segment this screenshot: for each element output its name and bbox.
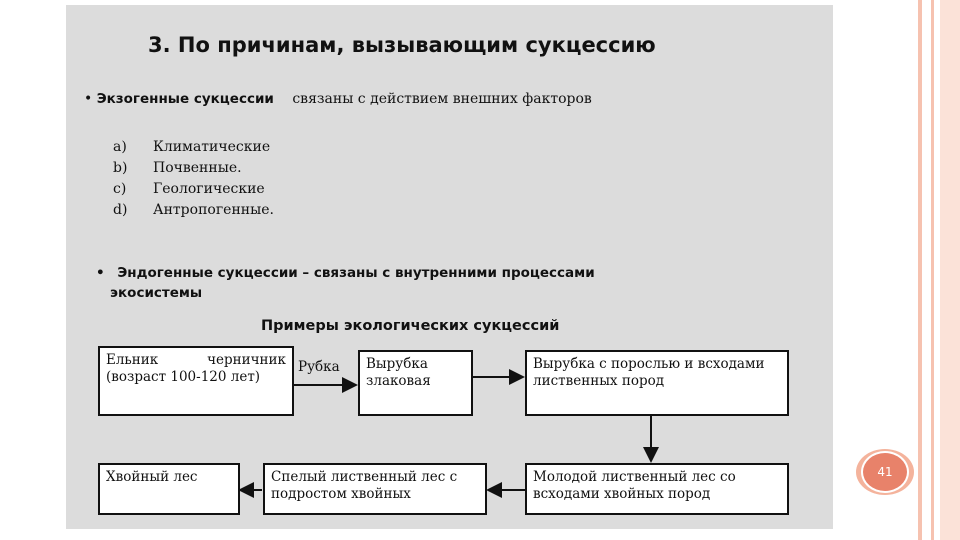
node-spruce-forest: Ельник черничник (возраст 100-120 лет) [98,346,294,416]
diagram-arrows [238,369,659,498]
node-clearing-sprouts: Вырубка с порослью и всходами лиственных… [525,350,789,416]
list-marker: b) [113,160,128,176]
list-marker: a) [113,139,127,155]
decor-stripe [918,0,922,540]
node-young-deciduous: Молодой лиственный лес со всходами хвойн… [525,463,789,515]
slide-title: 3. По причинам, вызывающим сукцессию [148,33,656,57]
list-marker: d) [113,202,128,218]
node-text: Ельник [106,352,159,368]
diagram-caption: Примеры экологических сукцессий [261,318,560,334]
list-text: Климатические [153,139,271,155]
list-marker: c) [113,181,127,197]
factor-list: a) Климатические b) Почвенные. c) Геолог… [113,139,274,223]
list-text: Геологические [153,181,265,197]
bullet: • [84,91,93,107]
node-grass-clearing: Вырубка злаковая [358,350,473,416]
exogenous-description: связаны с действием внешних факторов [292,91,592,107]
list-text: Почвенные. [153,160,242,176]
slide-content: 3. По причинам, вызывающим сукцессию • Э… [66,5,833,529]
list-item: d) Антропогенные. [113,202,274,223]
node-coniferous-forest: Хвойный лес [98,463,240,515]
endogenous-line-2: экосистемы [110,285,203,301]
list-item: c) Геологические [113,181,274,202]
list-item: a) Климатические [113,139,274,160]
decor-stripe [940,0,960,540]
decor-stripe [931,0,934,540]
node-mature-deciduous: Спелый лиственный лес с подростом хвойны… [263,463,487,515]
endogenous-line: • Эндогенные сукцессии – связаны с внутр… [96,265,595,281]
exogenous-line: • Экзогенные сукцессии связаны с действи… [84,91,592,107]
node-text: черничник [207,352,286,368]
edge-label-cut: Рубка [298,359,340,375]
list-item: b) Почвенные. [113,160,274,181]
endogenous-text: Эндогенные сукцессии – связаны с внутрен… [117,265,595,281]
exogenous-term: Экзогенные сукцессии [96,91,274,107]
node-text: (возраст 100-120 лет) [106,369,261,385]
list-text: Антропогенные. [153,202,274,218]
bullet: • [96,265,105,281]
page-number: 41 [861,451,909,493]
